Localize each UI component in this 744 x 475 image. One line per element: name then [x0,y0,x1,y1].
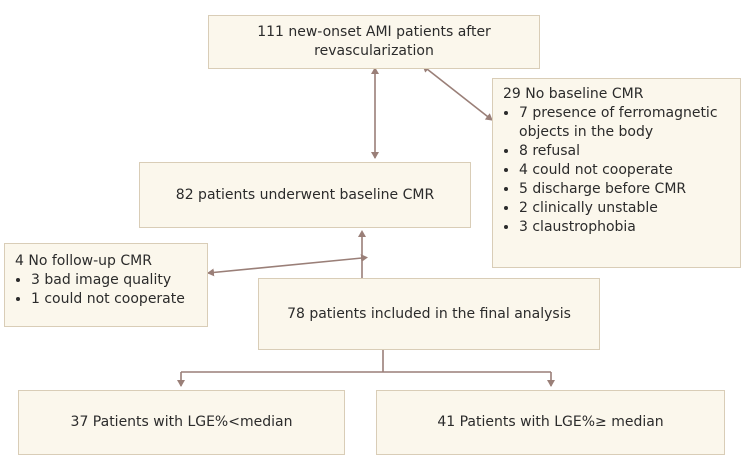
excluded-followup-list: 3 bad image quality 1 could not cooperat… [15,271,201,309]
start-box-text: 111 new-onset AMI patients after revascu… [257,24,491,59]
list-item: 3 bad image quality [31,271,201,290]
list-item: 8 refusal [519,142,734,161]
baseline-box-text: 82 patients underwent baseline CMR [175,186,435,203]
list-item: 3 claustrophobia [519,218,734,237]
excluded-baseline-box: 29 No baseline CMR 7 presence of ferroma… [492,78,741,268]
arrow-start-excluded [422,65,493,121]
final-box-text: 78 patients included in the final analys… [287,305,571,322]
baseline-box: 82 patients underwent baseline CMR [139,162,471,228]
group-high-box: 41 Patients with LGE%≥ median [376,390,725,455]
start-box: 111 new-onset AMI patients after revascu… [208,15,540,69]
excluded-baseline-list: 7 presence of ferromagnetic objects in t… [503,104,734,237]
list-item: 2 clinically unstable [519,199,734,218]
arrow-excluded-followup [207,254,368,277]
group-low-box: 37 Patients with LGE%<median [18,390,345,455]
list-item: 4 could not cooperate [519,161,734,180]
list-item: 5 discharge before CMR [519,180,734,199]
excluded-followup-title: 4 No follow-up CMR [15,253,152,269]
excluded-baseline-title: 29 No baseline CMR [503,86,644,102]
final-box: 78 patients included in the final analys… [258,278,600,350]
list-item: 7 presence of ferromagnetic objects in t… [519,104,734,142]
group-high-text: 41 Patients with LGE%≥ median [437,414,664,430]
group-low-text: 37 Patients with LGE%<median [70,414,293,430]
list-item: 1 could not cooperate [31,290,201,309]
excluded-followup-box: 4 No follow-up CMR 3 bad image quality 1… [4,243,208,327]
